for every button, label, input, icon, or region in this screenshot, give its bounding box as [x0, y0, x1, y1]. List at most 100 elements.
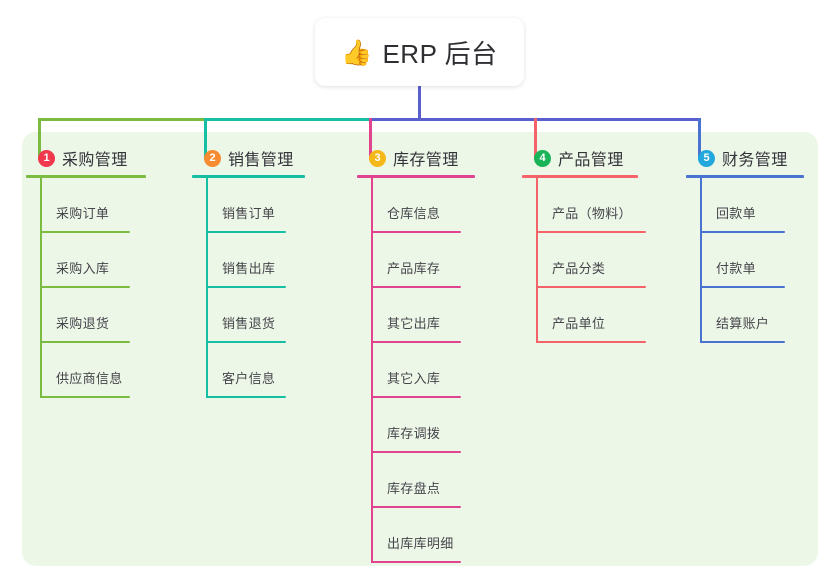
branch-item-underline	[40, 396, 130, 398]
branches-panel	[22, 132, 818, 566]
branch-item-label: 产品库存	[387, 261, 441, 276]
branch-underline	[686, 175, 804, 178]
branch-item-underline	[700, 286, 785, 288]
branch-header-3[interactable]: 3 库存管理	[357, 146, 509, 170]
branch-drop-5	[698, 118, 701, 160]
branch-item-label: 结算账户	[716, 316, 770, 331]
branch-item-label: 产品分类	[552, 261, 606, 276]
branch-drop-4	[534, 118, 537, 160]
branch-item-label: 销售出库	[222, 261, 276, 276]
branch-spine	[40, 178, 42, 398]
branch-column-2[interactable]: 2 销售管理销售订单销售出库销售退货客户信息	[192, 146, 344, 398]
branch-item[interactable]: 产品（物料）	[536, 178, 674, 233]
branch-item[interactable]: 采购退货	[40, 288, 178, 343]
connector-bar-segment-3	[369, 118, 536, 121]
branch-drop-3	[369, 118, 372, 160]
branch-item-underline	[40, 286, 130, 288]
branch-item-label: 库存调拨	[387, 426, 441, 441]
branch-item[interactable]: 采购入库	[40, 233, 178, 288]
branch-item-label: 回款单	[716, 206, 756, 221]
branch-item-underline	[536, 231, 646, 233]
branch-underline	[357, 175, 475, 178]
branch-column-5[interactable]: 5 财务管理回款单付款单结算账户	[686, 146, 826, 343]
branch-item-underline	[371, 506, 461, 508]
branch-item-underline	[536, 341, 646, 343]
branch-spine	[536, 178, 538, 343]
branch-item[interactable]: 产品分类	[536, 233, 674, 288]
branch-header-1[interactable]: 1 采购管理	[26, 146, 178, 170]
branch-item-label: 库存盘点	[387, 481, 441, 496]
branch-item[interactable]: 采购订单	[40, 178, 178, 233]
root-title: ERP 后台	[382, 38, 498, 69]
branch-spine	[371, 178, 373, 563]
branch-item-underline	[700, 341, 785, 343]
branch-item-underline	[206, 396, 286, 398]
branch-item-label: 付款单	[716, 261, 756, 276]
branch-item[interactable]: 销售出库	[206, 233, 344, 288]
branch-item-underline	[206, 286, 286, 288]
branch-item[interactable]: 回款单	[700, 178, 826, 233]
branch-spine	[700, 178, 702, 343]
branch-item[interactable]: 其它出库	[371, 288, 509, 343]
branch-item-underline	[536, 286, 646, 288]
branch-item[interactable]: 销售退货	[206, 288, 344, 343]
branch-item-underline	[700, 231, 785, 233]
branch-item-label: 销售退货	[222, 316, 276, 331]
branch-title: 产品管理	[558, 152, 624, 169]
branch-number-badge: 1	[38, 149, 55, 167]
branch-item-label: 出库库明细	[387, 536, 454, 551]
branch-underline	[522, 175, 638, 178]
branch-item-label: 供应商信息	[56, 371, 123, 386]
branch-title: 采购管理	[62, 152, 128, 169]
branch-item[interactable]: 库存盘点	[371, 453, 509, 508]
branch-item-underline	[371, 231, 461, 233]
branch-item-label: 采购入库	[56, 261, 110, 276]
root-trunk-connector	[418, 86, 421, 121]
branch-item-underline	[206, 341, 286, 343]
branch-header-2[interactable]: 2 销售管理	[192, 146, 344, 170]
branch-item[interactable]: 销售订单	[206, 178, 344, 233]
branch-item-underline	[206, 231, 286, 233]
thumbs-up-emoji: 👍	[341, 38, 373, 67]
branch-item-label: 销售订单	[222, 206, 276, 221]
branch-number-badge: 5	[698, 149, 715, 167]
branch-spine	[206, 178, 208, 398]
branch-item[interactable]: 其它入库	[371, 343, 509, 398]
branch-header-4[interactable]: 4 产品管理	[522, 146, 674, 170]
branch-title: 库存管理	[393, 152, 459, 169]
branch-item-label: 产品（物料）	[552, 206, 632, 221]
branch-number-badge: 4	[534, 149, 551, 167]
branch-item-underline	[40, 341, 130, 343]
branch-column-1[interactable]: 1 采购管理采购订单采购入库采购退货供应商信息	[26, 146, 178, 398]
branch-item-underline	[371, 396, 461, 398]
branch-item[interactable]: 供应商信息	[40, 343, 178, 398]
branch-item-underline	[371, 341, 461, 343]
branch-items-list: 销售订单销售出库销售退货客户信息	[192, 178, 344, 398]
branch-item[interactable]: 产品库存	[371, 233, 509, 288]
branch-item-label: 仓库信息	[387, 206, 441, 221]
branch-item-underline	[371, 286, 461, 288]
branch-item[interactable]: 付款单	[700, 233, 826, 288]
branch-title: 财务管理	[722, 152, 788, 169]
branch-title: 销售管理	[228, 152, 294, 169]
branch-column-4[interactable]: 4 产品管理产品（物料） 产品分类产品单位	[522, 146, 674, 343]
branch-item[interactable]: 仓库信息	[371, 178, 509, 233]
branch-number-badge: 3	[369, 149, 386, 167]
root-node[interactable]: 👍 ERP 后台	[315, 18, 524, 86]
branch-item[interactable]: 结算账户	[700, 288, 826, 343]
branch-header-5[interactable]: 5 财务管理	[686, 146, 826, 170]
branch-item-label: 其它出库	[387, 316, 441, 331]
branch-item[interactable]: 产品单位	[536, 288, 674, 343]
branch-items-list: 回款单付款单结算账户	[686, 178, 826, 343]
connector-bar-segment-2	[204, 118, 371, 121]
branch-item[interactable]: 出库库明细	[371, 508, 509, 563]
branch-item[interactable]: 客户信息	[206, 343, 344, 398]
branch-item-underline	[371, 561, 461, 563]
branch-item[interactable]: 库存调拨	[371, 398, 509, 453]
branch-number-badge: 2	[204, 149, 221, 167]
branch-underline	[192, 175, 305, 178]
branch-underline	[26, 175, 146, 178]
branch-items-list: 产品（物料） 产品分类产品单位	[522, 178, 674, 343]
branch-column-3[interactable]: 3 库存管理仓库信息产品库存其它出库其它入库库存调拨库存盘点出库库明细	[357, 146, 509, 563]
